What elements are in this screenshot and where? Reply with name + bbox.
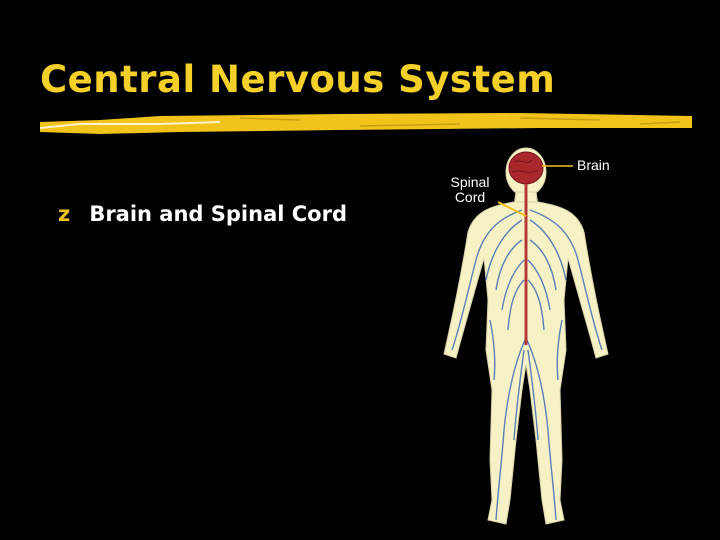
- spinal-cord-label-line1: Spinal: [450, 174, 490, 190]
- spinal-cord-leader-line: [497, 201, 527, 217]
- bullet-text: Brain and Spinal Cord: [89, 202, 347, 226]
- brain-organ: [508, 151, 544, 185]
- spinal-cord-label: Spinal Cord: [440, 175, 500, 205]
- spinal-cord-label-line2: Cord: [454, 189, 486, 205]
- peripheral-nerves: [451, 209, 603, 521]
- brain-label: Brain: [577, 157, 610, 173]
- title-underline-brush: [40, 113, 692, 134]
- bullet-z-icon: z: [58, 202, 71, 226]
- nervous-system-figure: [443, 147, 609, 525]
- slide-title: Central Nervous System: [40, 58, 556, 101]
- bullet-item: z Brain and Spinal Cord: [58, 202, 347, 226]
